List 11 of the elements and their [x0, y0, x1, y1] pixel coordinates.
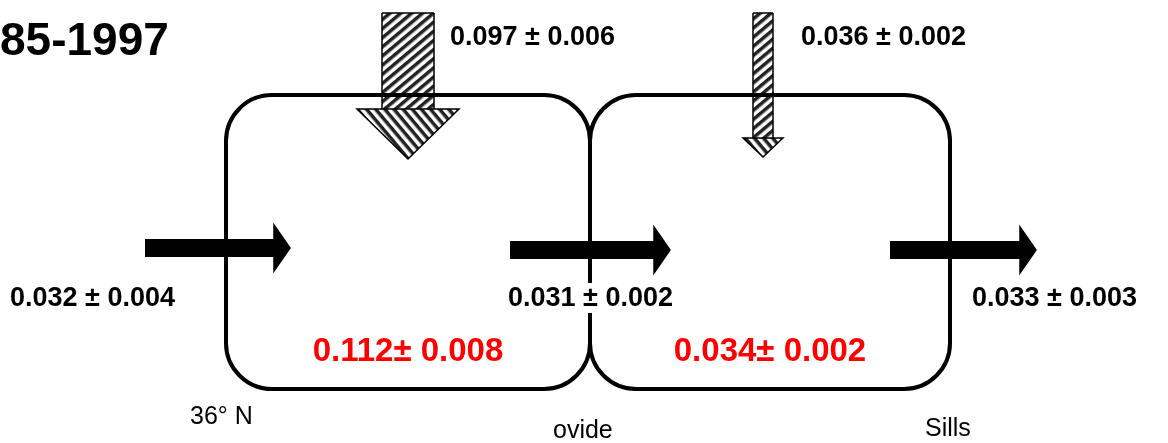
- edge-label: 0.031 ± 0.002: [508, 283, 673, 313]
- section-label: 36° N: [190, 402, 253, 430]
- edge-label: 0.097 ± 0.006: [450, 22, 615, 52]
- budget-value: 0.034± 0.002: [673, 331, 867, 369]
- section-label: Sills: [925, 414, 971, 442]
- section-label: ovide: [553, 416, 613, 443]
- diagram-title: 85-1997: [0, 14, 169, 65]
- edge-label: 0.032 ± 0.004: [10, 283, 175, 313]
- edge-label: 0.036 ± 0.002: [801, 22, 966, 52]
- budget-value: 0.112± 0.008: [312, 331, 504, 369]
- edge-label: 0.033 ± 0.003: [972, 283, 1137, 313]
